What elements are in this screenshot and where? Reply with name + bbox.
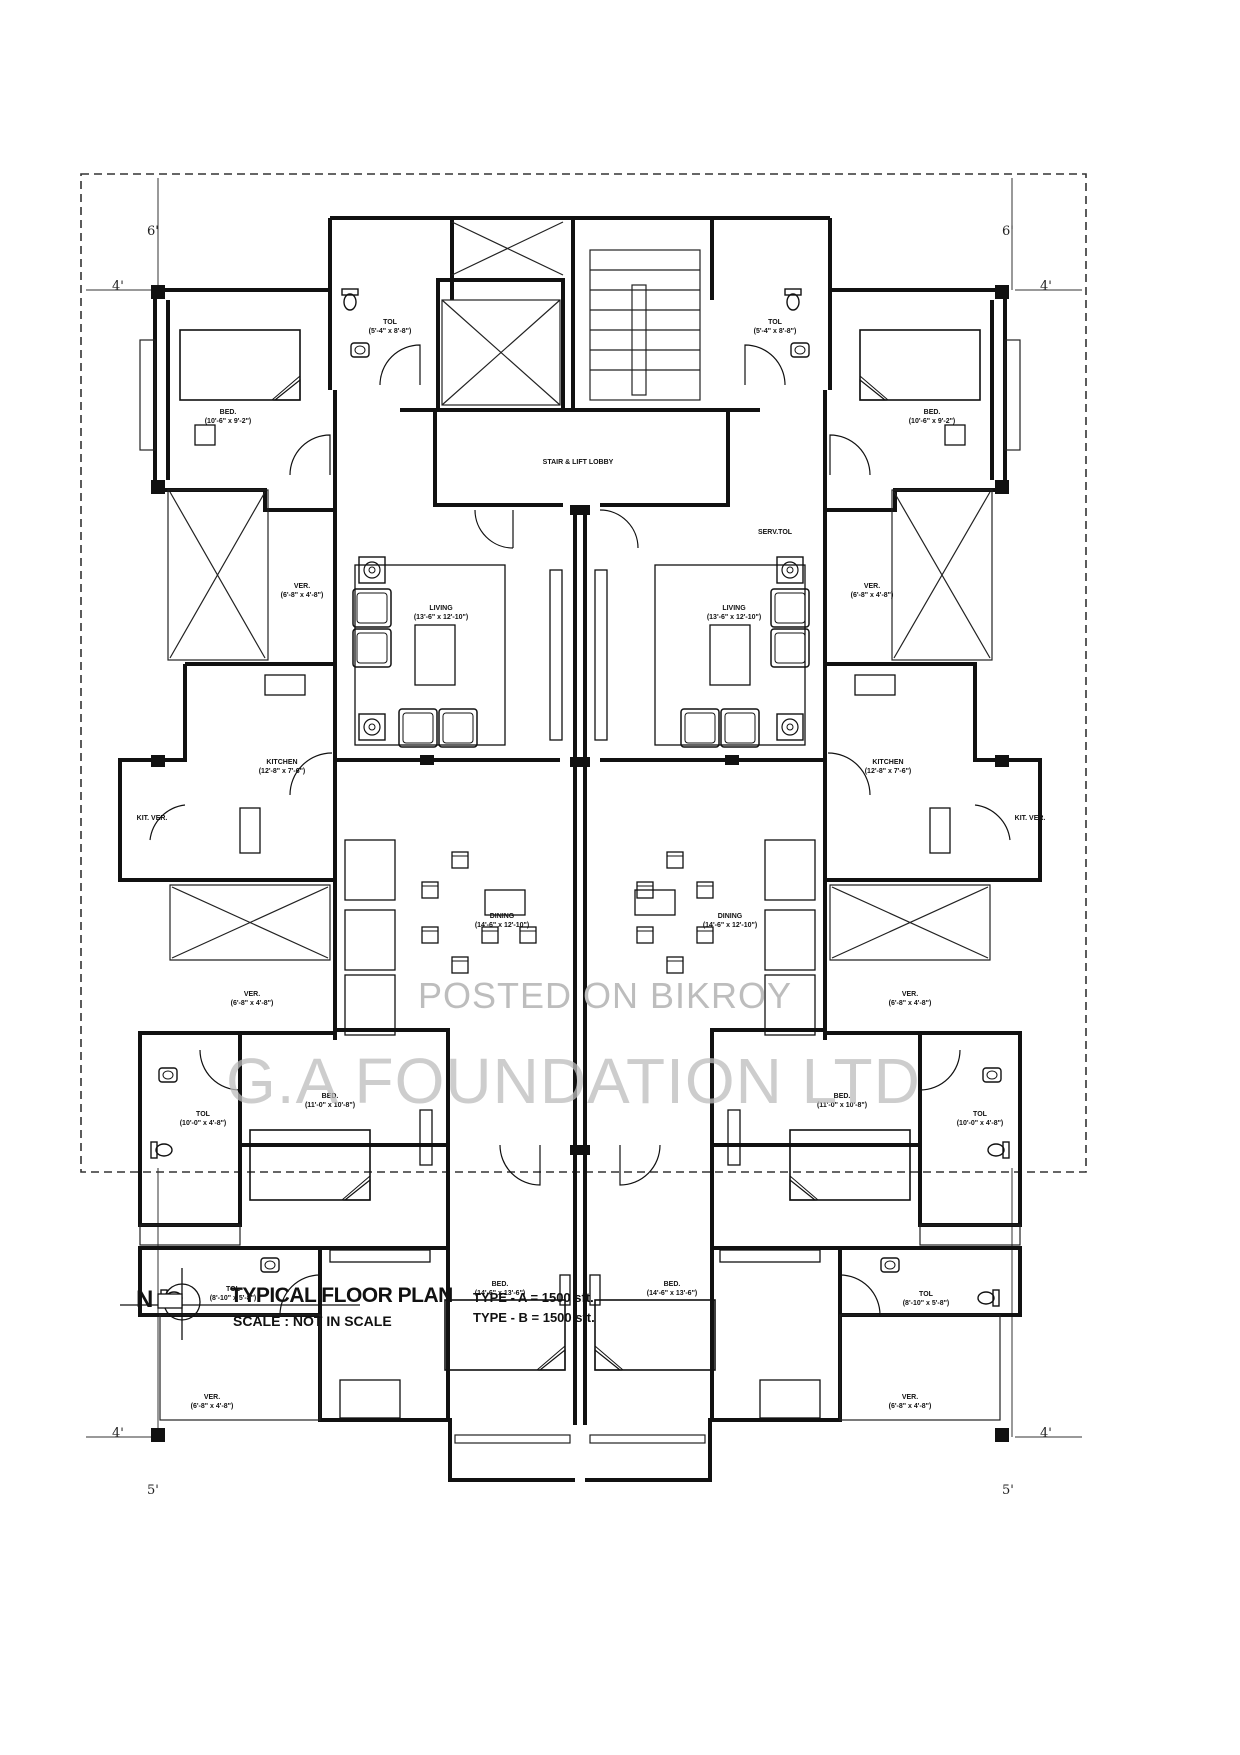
toilet-top-right-label: TOL(5'-4" x 8'-8") [753,319,797,335]
kit-ver-right-label: KIT. VER. [1014,815,1046,822]
kitchen-left-label: KITCHEN(12'-8" x 7'-6") [258,759,306,775]
stair-lobby-label: STAIR & LIFT LOBBY [542,459,614,466]
setback-left-bottom: 4' [112,1426,124,1441]
ver-right-low-label: VER.(6'-8" x 4'-8") [888,1394,932,1410]
bed-mid-right-label: BED.(11'-0" x 10'-8") [816,1093,868,1109]
toilet-low-right-label: TOL(8'-10" x 5'-8") [902,1291,950,1307]
setback-right-bottom: 4' [1040,1426,1052,1441]
toilet-mid-left-label: TOL(10'-0" x 4'-8") [179,1111,227,1127]
setback-bottom-right: 5' [1002,1483,1014,1498]
bed-low-left-label: BED.(14'-6" x 13'-6") [474,1281,526,1297]
living-right-label: LIVING(13'-6" x 12'-10") [706,605,762,621]
setback-bottom-left: 5' [147,1483,159,1498]
setback-right-top: 4' [1040,279,1052,294]
ver-left-low-label: VER.(6'-8" x 4'-8") [190,1394,234,1410]
bed-mid-left-label: BED.(11'-0" x 10'-8") [304,1093,356,1109]
ver-right-mid-label: VER.(6'-8" x 4'-8") [888,991,932,1007]
ver-left-mid-label: VER.(6'-8" x 4'-8") [230,991,274,1007]
kitchen-right-label: KITCHEN(12'-8" x 7'-6") [864,759,912,775]
plan-title: TYPICAL FLOOR PLAN [230,1284,453,1307]
kit-ver-left-label: KIT. VER. [136,815,168,822]
type-a-area: TYPE - A = 1500 sft. [473,1290,594,1305]
watermark-company: G.A FOUNDATION LTD [226,1045,921,1117]
north-label: N [136,1286,154,1313]
toilet-top-left-label: TOL(5'-4" x 8'-8") [368,319,412,335]
serv-toilet-label: SERV.TOL [757,529,793,536]
dining-right-label: DINING(14'-6" x 12'-10") [702,913,758,929]
dining-left-label: DINING(14'-6" x 12'-10") [474,913,530,929]
setback-left-top: 4' [112,279,124,294]
watermark-posted: POSTED ON BIKROY [418,975,793,1016]
bed-top-left-label: BED.(10'-6" x 9'-2") [204,409,252,425]
setback-top-left: 6' [147,224,159,239]
bed-low-right-label: BED.(14'-6" x 13'-6") [646,1281,698,1297]
ver-left-upper-label: VER.(6'-8" x 4'-8") [280,583,324,599]
ver-right-upper-label: VER.(6'-8" x 4'-8") [850,583,894,599]
toilet-low-left-label: TOL(8'-10" x 5'-8") [209,1286,257,1302]
bed-top-right-label: BED.(10'-6" x 9'-2") [908,409,956,425]
type-b-area: TYPE - B = 1500 sft. [473,1310,595,1325]
setback-top-right: 6' [1002,224,1014,239]
plan-scale: SCALE : NOT IN SCALE [233,1313,392,1329]
toilet-mid-right-label: TOL(10'-0" x 4'-8") [956,1111,1004,1127]
living-left-label: LIVING(13'-6" x 12'-10") [413,605,469,621]
